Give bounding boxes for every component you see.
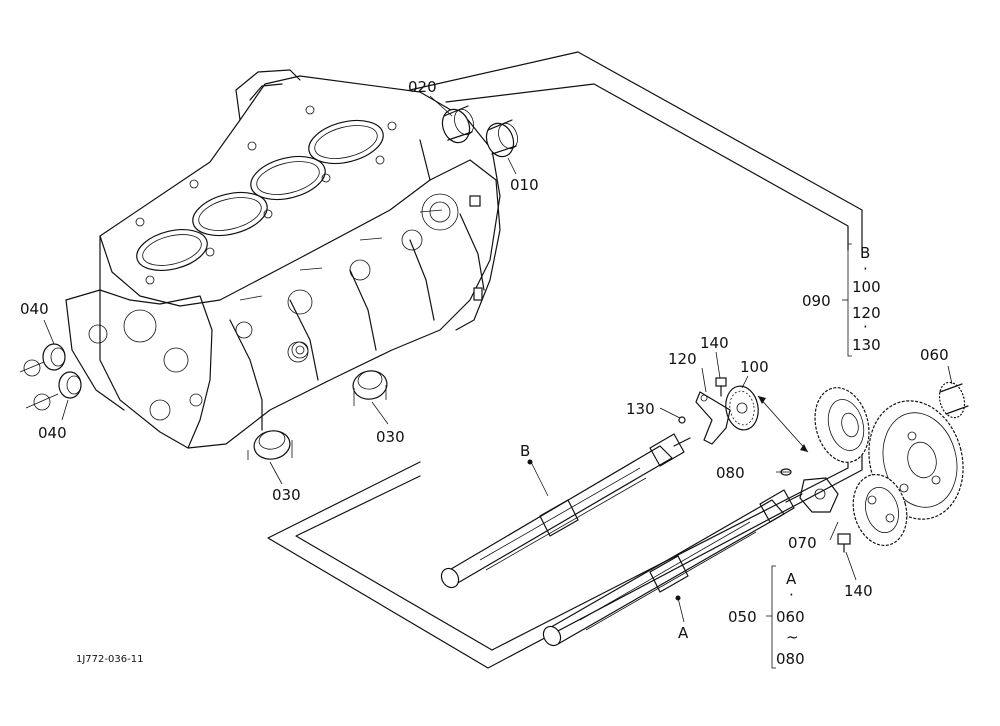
bushing-040-upper [19, 343, 66, 377]
gear-100 [725, 385, 759, 431]
label-shaft-b: B [520, 442, 530, 460]
bushing-030-left [247, 430, 293, 460]
label-040-lower: 040 [38, 424, 67, 442]
balancer-shaft-a [542, 489, 803, 647]
group-090-list: B · 100 120 · 130 [852, 244, 881, 354]
label-030-left: 030 [272, 486, 301, 504]
label-140-lower: 140 [844, 582, 873, 600]
gear-lower [852, 473, 908, 547]
bushing-040-lower [25, 371, 82, 411]
group-090-item: · [863, 260, 868, 278]
label-100: 100 [740, 358, 769, 376]
label-shaft-a: A [678, 624, 689, 642]
group-050-item: · [789, 586, 794, 604]
bushing-020 [441, 105, 474, 144]
assembly-frame [267, 51, 863, 669]
bolt-140-upper [715, 377, 727, 397]
label-050: 050 [728, 608, 757, 626]
label-130: 130 [626, 400, 655, 418]
label-010: 010 [510, 176, 539, 194]
drawing-code: 1J772-036-11 [76, 654, 143, 665]
bushing-030-right [352, 370, 388, 406]
label-140-upper: 140 [700, 334, 729, 352]
group-050-item: 080 [776, 650, 805, 668]
label-120: 120 [668, 350, 697, 368]
plate-120 [695, 391, 731, 445]
group-090-item: 120 [852, 304, 881, 322]
group-090-item: B [860, 244, 870, 262]
group-090-item: 100 [852, 278, 881, 296]
pin-130 [678, 416, 686, 424]
label-090: 090 [802, 292, 831, 310]
bushing-010 [485, 119, 518, 158]
gear-060 [938, 381, 969, 419]
cylinder-block [65, 69, 501, 449]
label-060: 060 [920, 346, 949, 364]
plate-070 [799, 477, 839, 513]
group-050-item: ~ [786, 628, 799, 646]
gear-large-upper [814, 387, 870, 463]
group-050-list: A · 060 ~ 080 [776, 570, 805, 668]
bolt-140-lower [837, 533, 851, 553]
balancer-shaft-b [440, 433, 691, 589]
bracket-050 [766, 565, 776, 669]
leader-lines [43, 95, 953, 623]
bracket-090 [842, 243, 852, 357]
label-030-right: 030 [376, 428, 405, 446]
group-050-item: A [786, 570, 797, 588]
group-090-item: 130 [852, 336, 881, 354]
group-050-item: 060 [776, 608, 805, 626]
label-040-upper: 040 [20, 300, 49, 318]
label-070: 070 [788, 534, 817, 552]
group-090-item: · [863, 318, 868, 336]
label-020: 020 [408, 78, 437, 96]
label-080: 080 [716, 464, 745, 482]
